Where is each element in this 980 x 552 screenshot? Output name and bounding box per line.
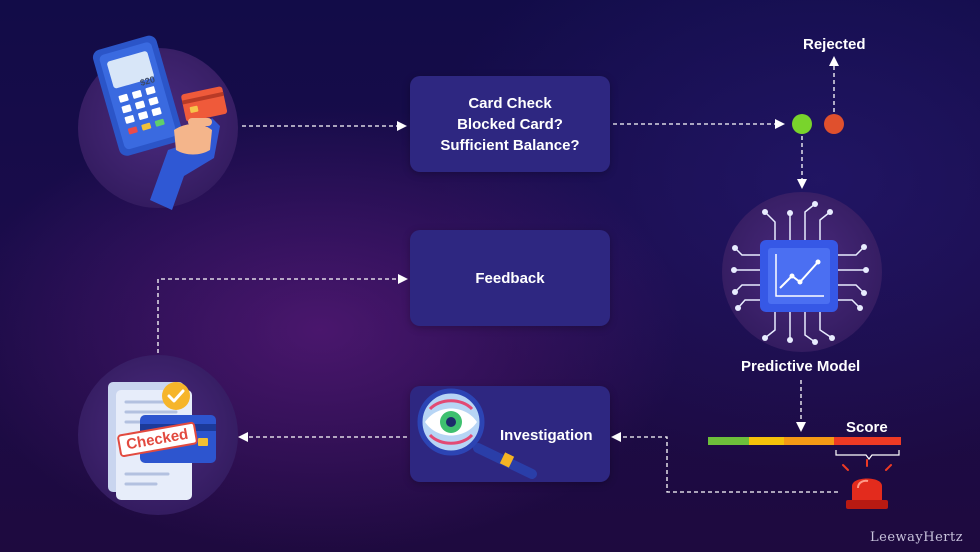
card-check-balance: Sufficient Balance?: [440, 136, 580, 154]
score-bracket: [835, 450, 900, 460]
predictive-model-label: Predictive Model: [741, 358, 861, 375]
score-segment-green: [708, 437, 749, 445]
feedback-box: Feedback: [410, 230, 610, 326]
reject-dot: [824, 114, 844, 134]
score-bar: [708, 437, 901, 460]
score-label: Score: [846, 419, 888, 436]
card-check-title: Card Check: [468, 94, 552, 112]
feedback-label: Feedback: [475, 269, 545, 287]
score-segment-red: [834, 437, 901, 445]
brand-watermark: LeewayHertz: [870, 530, 964, 545]
card-check-blocked: Blocked Card?: [457, 115, 563, 133]
approve-dot: [792, 114, 812, 134]
arrow-checked-to-feedback: [157, 274, 408, 353]
score-segment-orange: [784, 437, 834, 445]
score-segment-yellow: [749, 437, 784, 445]
arrow-siren-to-investigation: [611, 432, 838, 493]
investigation-label: Investigation: [500, 427, 593, 444]
card-check-box: Card Check Blocked Card? Sufficient Bala…: [410, 76, 610, 172]
rejected-label: Rejected: [803, 36, 866, 53]
